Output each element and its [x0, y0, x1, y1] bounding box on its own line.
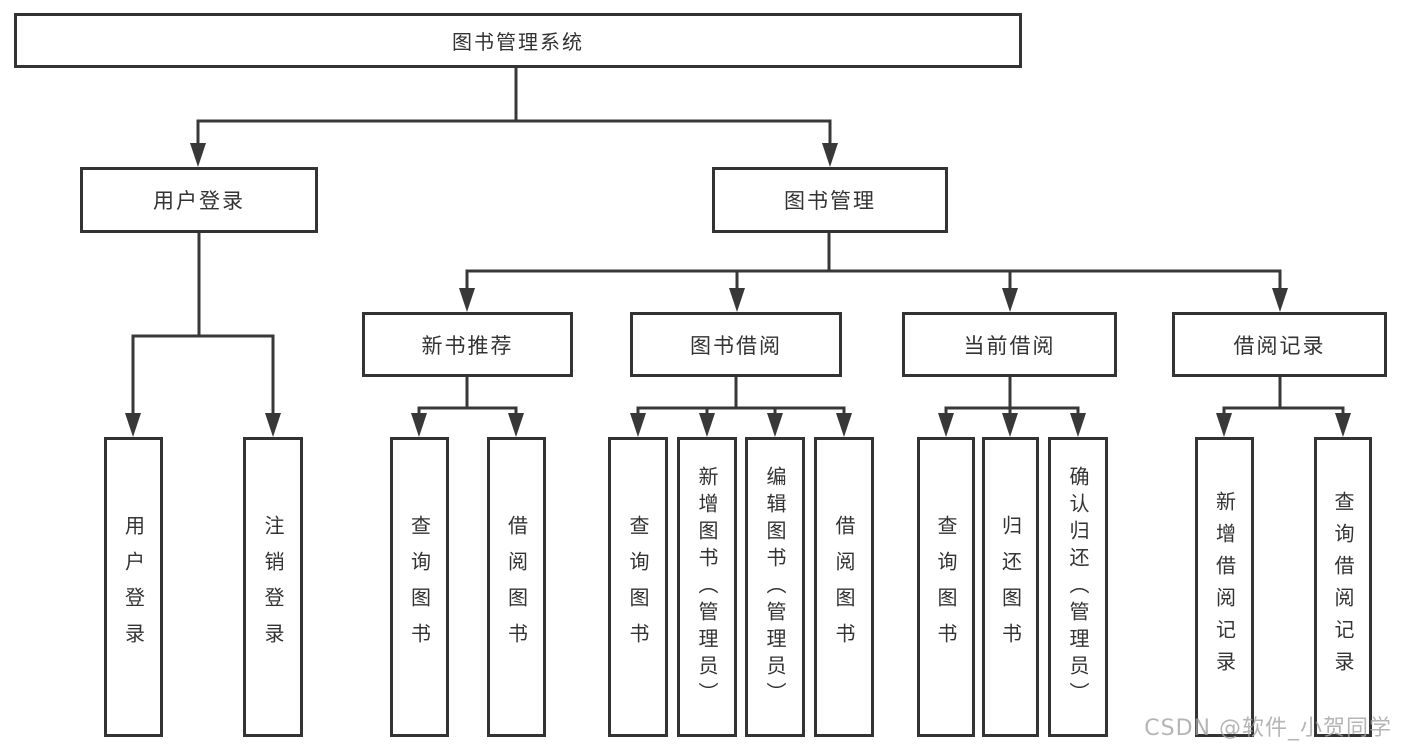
node-book-borrow-label: 图书借阅 — [690, 333, 782, 358]
node-book-management: 图书管理 — [712, 167, 948, 233]
root-node-library-system: 图书管理系统 — [14, 13, 1022, 68]
leaf-cb-return-books: 归还图书 — [982, 437, 1039, 737]
leaf-br-query-record-label: 查询借阅记录 — [1331, 491, 1355, 683]
leaf-bb-edit-books-admin: 编辑图书（管理员） — [745, 437, 805, 737]
leaf-nbr-query-books-label: 查询图书 — [407, 515, 432, 659]
leaf-nbr-borrow-books-label: 借阅图书 — [504, 515, 529, 659]
node-book-borrow: 图书借阅 — [630, 312, 842, 377]
leaf-bb-add-books-admin-label: 新增图书（管理员） — [695, 465, 719, 709]
node-borrow-records-label: 借阅记录 — [1233, 333, 1326, 358]
leaf-user-login: 用户登录 — [104, 437, 163, 737]
leaf-cb-query-books: 查询图书 — [917, 437, 975, 737]
leaf-cb-confirm-return-admin: 确认归还（管理员） — [1048, 437, 1108, 737]
node-new-book-recommend: 新书推荐 — [362, 312, 573, 377]
root-node-label: 图书管理系统 — [452, 30, 584, 54]
node-current-borrow: 当前借阅 — [902, 312, 1117, 377]
node-book-management-label: 图书管理 — [784, 189, 876, 213]
leaf-cb-confirm-return-admin-label: 确认归还（管理员） — [1066, 465, 1090, 709]
leaf-nbr-borrow-books: 借阅图书 — [487, 437, 546, 737]
leaf-br-query-record: 查询借阅记录 — [1314, 437, 1372, 737]
leaf-nbr-query-books: 查询图书 — [390, 437, 449, 737]
leaf-bb-borrow-books: 借阅图书 — [814, 437, 874, 737]
leaf-br-add-record: 新增借阅记录 — [1195, 437, 1254, 737]
node-user-login: 用户登录 — [80, 167, 318, 233]
leaf-bb-query-books: 查询图书 — [608, 437, 668, 737]
leaf-bb-query-books-label: 查询图书 — [626, 515, 650, 659]
node-new-book-recommend-label: 新书推荐 — [421, 333, 514, 358]
leaf-bb-edit-books-admin-label: 编辑图书（管理员） — [763, 465, 787, 709]
arrowhead-icons — [125, 143, 1351, 437]
leaf-br-add-record-label: 新增借阅记录 — [1212, 491, 1237, 683]
leaf-user-login-label: 用户登录 — [121, 515, 146, 659]
leaf-cb-return-books-label: 归还图书 — [998, 515, 1023, 659]
leaf-logout-label: 注销登录 — [261, 515, 285, 659]
node-user-login-label: 用户登录 — [153, 189, 245, 213]
leaf-bb-add-books-admin: 新增图书（管理员） — [677, 437, 737, 737]
leaf-bb-borrow-books-label: 借阅图书 — [832, 515, 856, 659]
node-current-borrow-label: 当前借阅 — [963, 333, 1056, 358]
leaf-logout: 注销登录 — [243, 437, 303, 737]
node-borrow-records: 借阅记录 — [1172, 312, 1387, 377]
leaf-cb-query-books-label: 查询图书 — [934, 515, 958, 659]
